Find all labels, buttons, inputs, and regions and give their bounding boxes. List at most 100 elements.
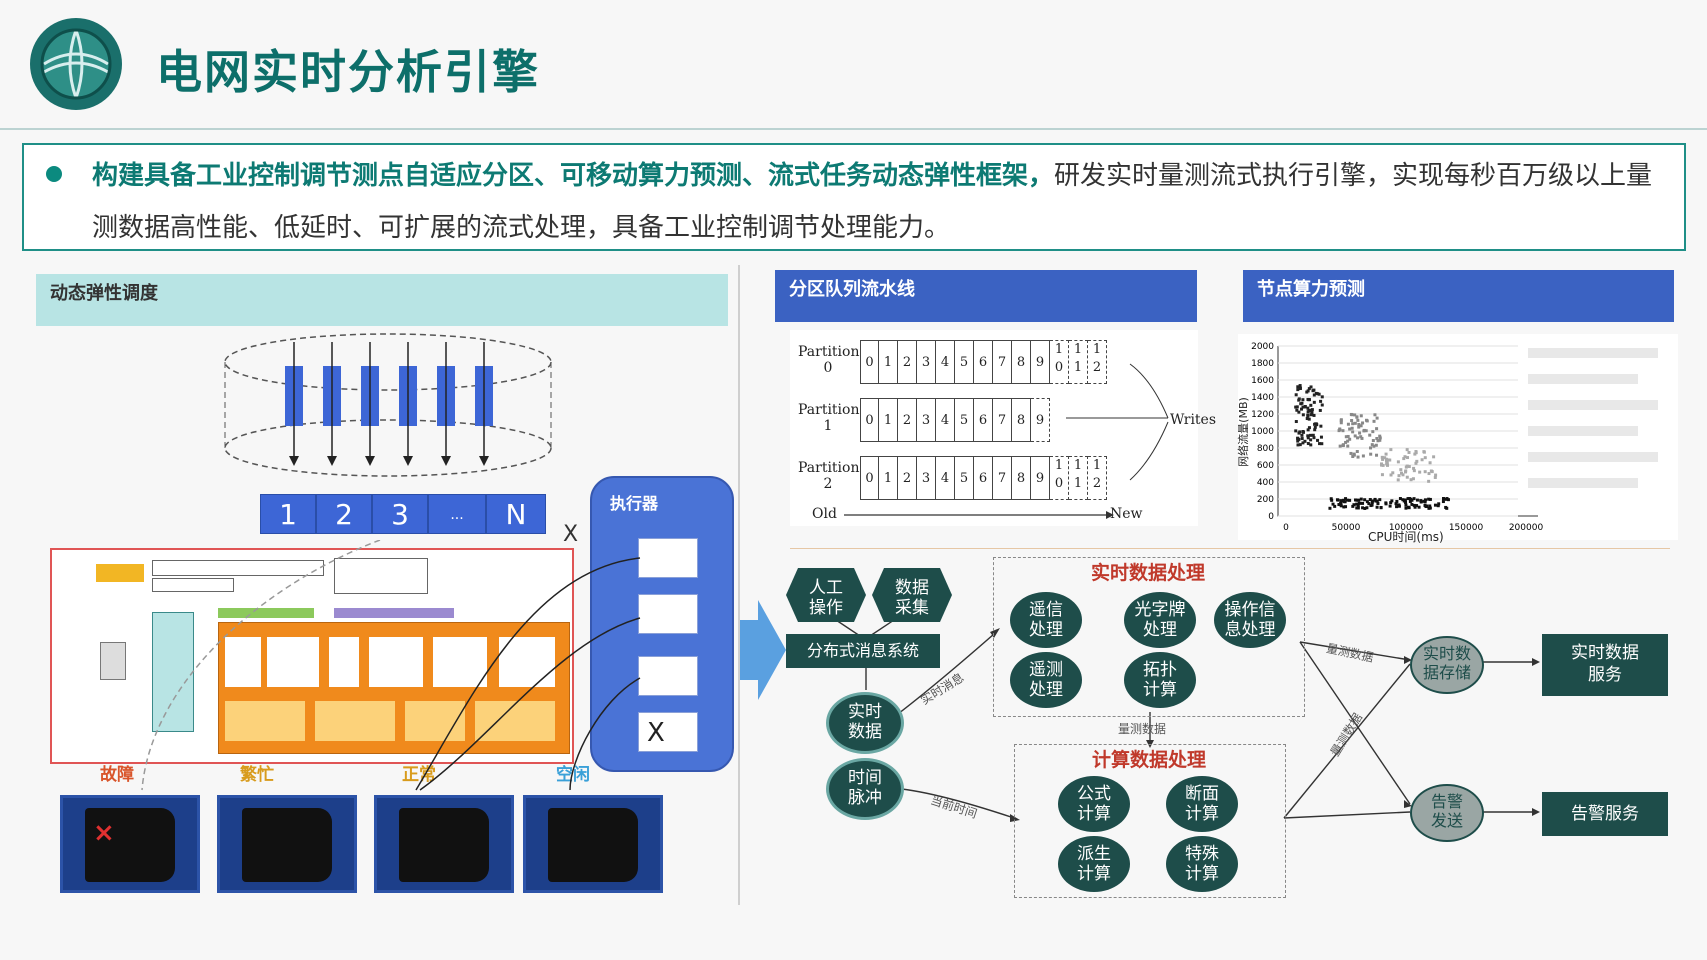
- scatter-point: [1411, 477, 1415, 481]
- scatter-point: [1295, 408, 1299, 412]
- scatter-point: [1300, 433, 1304, 437]
- partition-cell: 1: [879, 398, 898, 442]
- server-busy: [217, 795, 357, 893]
- scatter-point: [1355, 506, 1359, 510]
- partition-cell: 1: [879, 456, 898, 500]
- scatter-point: [1434, 473, 1438, 477]
- partition-cell: 8: [1012, 340, 1031, 384]
- section-partition-pipeline: 分区队列流水线: [775, 270, 1197, 322]
- scatter-point: [1307, 426, 1311, 430]
- flow-arrow-icon: [740, 600, 786, 700]
- formula-node: [1058, 776, 1130, 832]
- scatter-point: [1398, 497, 1402, 501]
- partition-cell: 7: [993, 456, 1012, 500]
- scatter-point: [1337, 429, 1341, 433]
- scatter-point: [1350, 419, 1354, 423]
- state-busy: 繁忙: [240, 765, 274, 785]
- scatter-point: [1359, 424, 1363, 428]
- scatter-point: [1441, 497, 1445, 501]
- scatter-point: [1418, 470, 1422, 474]
- scatter-point: [1356, 418, 1360, 422]
- scatter-point: [1373, 413, 1377, 417]
- scatter-point: [1294, 405, 1298, 409]
- scatter-point: [1305, 417, 1309, 421]
- thumb-block: [152, 578, 234, 592]
- scatter-point: [1406, 505, 1410, 509]
- scatter-point: [1371, 439, 1375, 443]
- scatter-point: [1395, 499, 1399, 503]
- scatter-point: [1344, 497, 1348, 501]
- scatter-point: [1359, 497, 1363, 501]
- scatter-point: [1419, 500, 1423, 504]
- y-tick: 1000: [1251, 427, 1274, 437]
- scatter-point: [1294, 429, 1298, 433]
- partition-cell: 4: [936, 456, 955, 500]
- scatter-point: [1341, 429, 1345, 433]
- scatter-point: [1319, 399, 1323, 403]
- partition-cell: 5: [955, 398, 974, 442]
- manual-op-node: [786, 568, 866, 622]
- scatter-point: [1380, 473, 1384, 477]
- data-collect-label: 数据 采集: [895, 578, 929, 618]
- scatter-point: [1403, 498, 1407, 502]
- scatter-point: [1428, 461, 1432, 465]
- executor-slot: [638, 656, 698, 696]
- scatter-point: [1384, 502, 1388, 506]
- scatter-point: [1311, 433, 1315, 437]
- thumb-block: [334, 608, 454, 618]
- scatter-point: [1301, 413, 1305, 417]
- scatter-point: [1346, 439, 1350, 443]
- partition-cell: 1: [879, 340, 898, 384]
- scatter-point: [1316, 438, 1320, 442]
- scatter-point: [1375, 453, 1379, 457]
- scatter-point: [1391, 471, 1395, 475]
- scatter-point: [1407, 465, 1411, 469]
- scatter-point: [1412, 466, 1416, 470]
- scatter-point: [1432, 455, 1436, 459]
- scatter-point: [1297, 410, 1301, 414]
- scatter-point: [1420, 458, 1424, 462]
- partition-cell: 4: [936, 398, 955, 442]
- scatter-point: [1306, 434, 1310, 438]
- bullet-icon: [46, 166, 62, 182]
- scatter-point: [1346, 444, 1350, 448]
- partition-cell: 3: [917, 398, 936, 442]
- formula-line: [1528, 452, 1658, 462]
- partition-cell: 5: [955, 456, 974, 500]
- partition-cell: 7: [993, 340, 1012, 384]
- scatter-point: [1316, 392, 1320, 396]
- scatter-point: [1309, 433, 1313, 437]
- scatter-point: [1356, 504, 1360, 508]
- scatter-point: [1408, 499, 1412, 503]
- partition-cell: 1 0: [1050, 340, 1069, 384]
- scatter-point: [1306, 436, 1310, 440]
- page-title: 电网实时分析引擎: [156, 45, 540, 99]
- scatter-point: [1423, 456, 1427, 460]
- scatter-point: [1338, 444, 1342, 448]
- scatter-point: [1335, 498, 1339, 502]
- scatter-point: [1333, 504, 1337, 508]
- scatter-point: [1307, 387, 1311, 391]
- scatter-point: [1376, 502, 1380, 506]
- scatter-point: [1356, 506, 1360, 510]
- scatter-point: [1412, 503, 1416, 507]
- scatter-point: [1318, 442, 1322, 446]
- alarm-send-label: 告警 发送: [1430, 792, 1463, 830]
- alarm-send-node: [1410, 784, 1484, 842]
- scatter-point: [1368, 433, 1372, 437]
- scatter-point: [1344, 440, 1348, 444]
- scatter-point: [1354, 498, 1358, 502]
- scatter-point: [1355, 415, 1359, 419]
- scatter-point: [1353, 413, 1357, 417]
- scatter-point: [1404, 470, 1408, 474]
- scatter-point: [1399, 468, 1403, 472]
- y-tick: 600: [1257, 461, 1274, 471]
- scatter-point: [1301, 429, 1305, 433]
- partition-cell: 1 2: [1088, 340, 1107, 384]
- scatter-point: [1337, 503, 1341, 507]
- scatter-point: [1444, 497, 1448, 501]
